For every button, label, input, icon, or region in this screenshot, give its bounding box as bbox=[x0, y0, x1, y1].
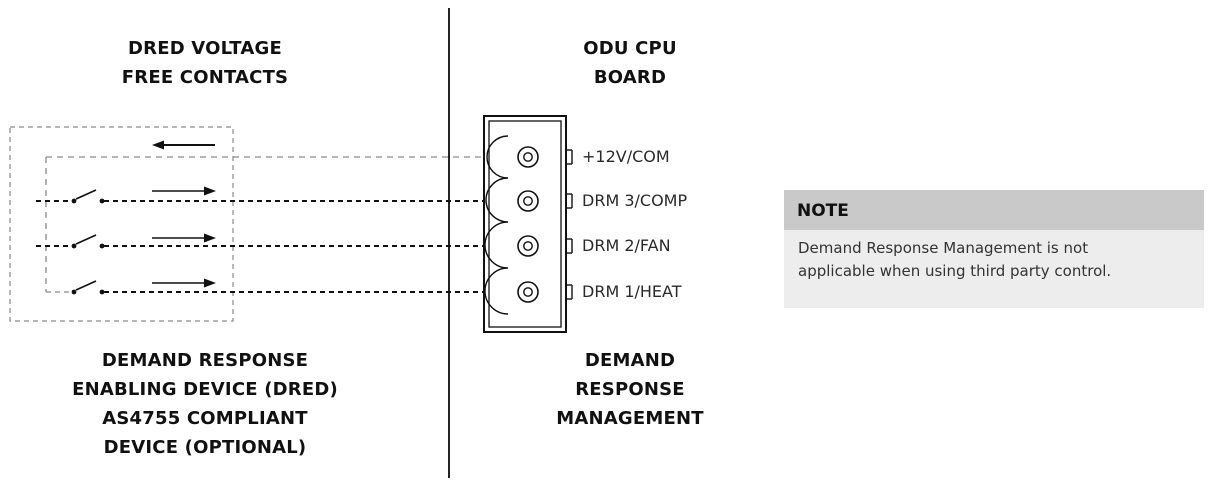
note-heading: NOTE bbox=[784, 190, 1204, 230]
note-body: Demand Response Management is not applic… bbox=[784, 230, 1204, 283]
terminal-label-com: +12V/COM bbox=[582, 147, 670, 166]
dred-title-line: FREE CONTACTS bbox=[121, 67, 289, 88]
drm-caption-line: RESPONSE bbox=[575, 379, 685, 400]
dred-caption: DEMAND RESPONSE ENABLING DEVICE (DRED) A… bbox=[40, 346, 370, 462]
common-wire bbox=[45, 140, 492, 292]
dred-caption-line: AS4755 COMPLIANT bbox=[102, 408, 308, 429]
odu-title: ODU CPU BOARD bbox=[530, 34, 730, 92]
dred-caption-line: ENABLING DEVICE (DRED) bbox=[72, 379, 338, 400]
drm-caption-line: DEMAND bbox=[584, 350, 676, 371]
screw-terminal-icon bbox=[517, 281, 539, 303]
dred-caption-line: DEMAND RESPONSE bbox=[101, 350, 309, 371]
drm-caption: DEMAND RESPONSE MANAGEMENT bbox=[520, 346, 740, 433]
odu-title-line: BOARD bbox=[593, 67, 667, 88]
terminal-label-drm2: DRM 2/FAN bbox=[582, 236, 671, 255]
dred-caption-line: DEVICE (OPTIONAL) bbox=[103, 437, 307, 458]
drm1-wire bbox=[46, 278, 492, 295]
dred-boundary-box bbox=[9, 126, 234, 322]
terminal-block bbox=[483, 115, 573, 333]
screw-terminal-icon bbox=[517, 235, 539, 257]
screw-terminal-icon bbox=[517, 190, 539, 212]
odu-title-line: ODU CPU bbox=[583, 38, 677, 59]
drm3-wire bbox=[36, 186, 492, 204]
note-body-line: Demand Response Management is not bbox=[798, 239, 1089, 257]
drm-caption-line: MANAGEMENT bbox=[556, 408, 704, 429]
switch-contact bbox=[75, 280, 97, 291]
dred-title-line: DRED VOLTAGE bbox=[128, 38, 282, 59]
dred-title: DRED VOLTAGE FREE CONTACTS bbox=[60, 34, 350, 92]
note-body-line: applicable when using third party contro… bbox=[798, 262, 1112, 280]
note-box: NOTE Demand Response Management is not a… bbox=[784, 190, 1204, 308]
switch-contact bbox=[75, 234, 97, 245]
drm2-wire bbox=[36, 233, 492, 249]
switch-contact bbox=[75, 189, 97, 200]
terminal-label-drm3: DRM 3/COMP bbox=[582, 191, 688, 210]
terminal-label-drm1: DRM 1/HEAT bbox=[582, 282, 682, 301]
screw-terminal-icon bbox=[517, 146, 539, 168]
